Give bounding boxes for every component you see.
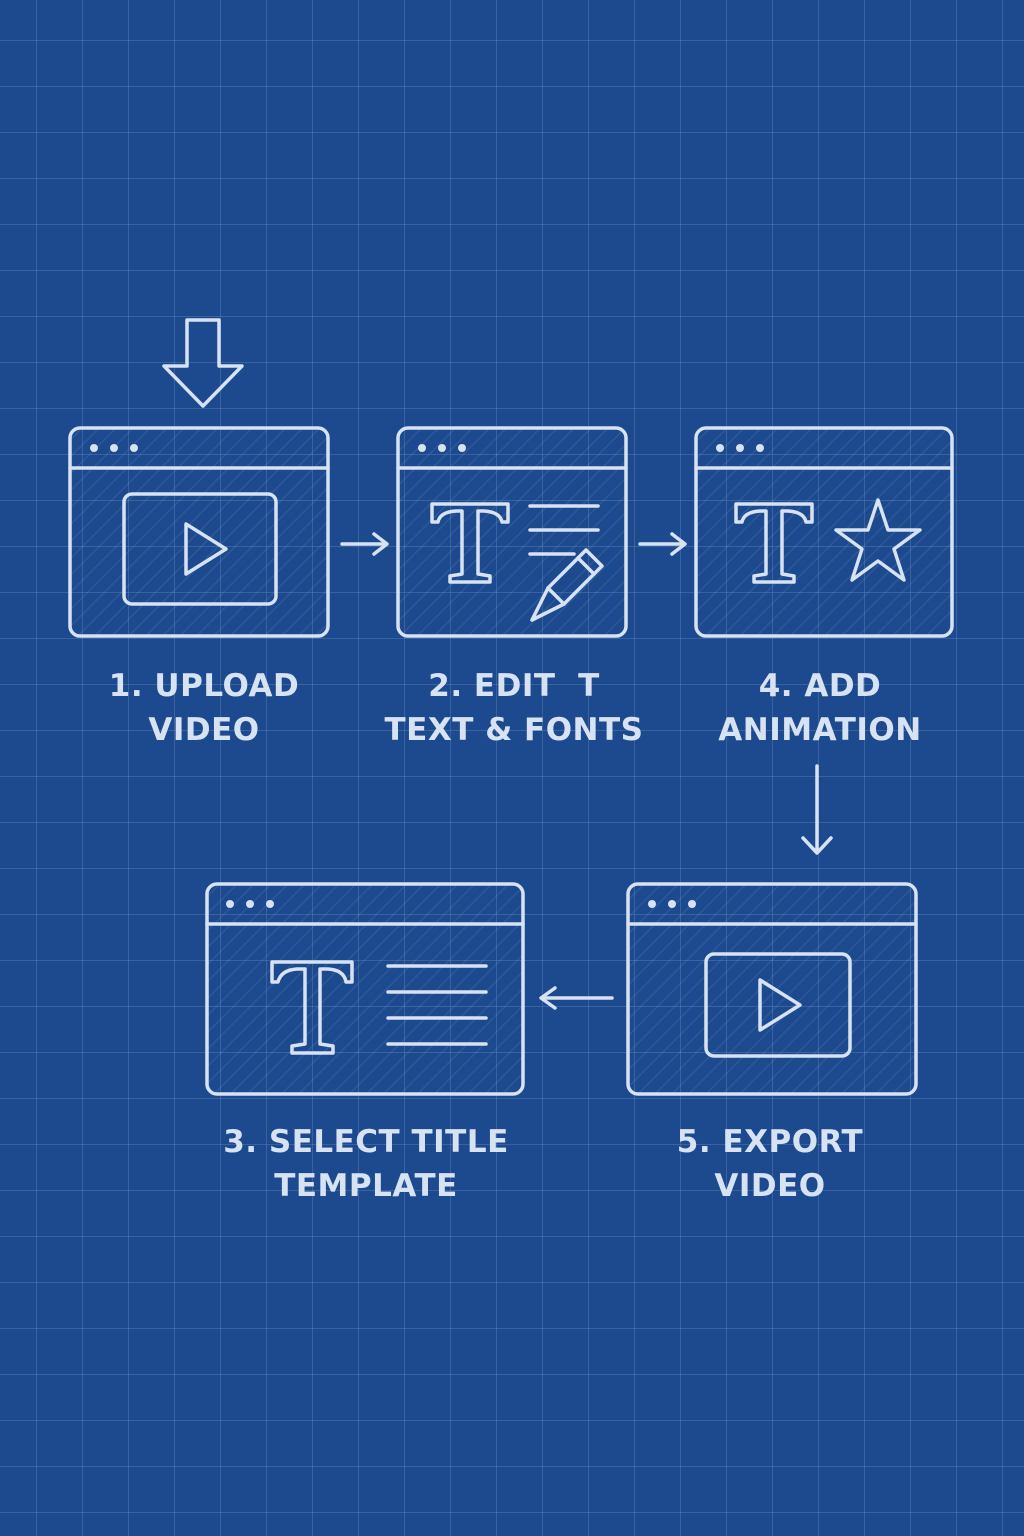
- window-dots: [90, 444, 138, 452]
- step-2-label: 2. EDIT T TEXT & FONTS: [374, 664, 654, 752]
- step-5-window: [626, 882, 918, 1096]
- text-star-icon: [734, 498, 922, 584]
- text-edit-icon: [430, 502, 604, 622]
- window-dots: [418, 444, 466, 452]
- step-1-window: [68, 426, 330, 638]
- step-5-label-line2: VIDEO: [714, 1168, 826, 1204]
- step-2-window: [396, 426, 628, 638]
- upload-arrow-icon: [162, 318, 244, 408]
- step-2-label-line2: TEXT & FONTS: [384, 712, 644, 748]
- text-lines-icon: [270, 960, 488, 1055]
- arrow-right-2: [638, 532, 687, 556]
- arrow-left: [539, 986, 614, 1010]
- step-3-label-line2: TEMPLATE: [274, 1168, 458, 1204]
- play-icon: [704, 952, 852, 1058]
- step-1-label: 1. UPLOAD VIDEO: [64, 664, 344, 752]
- pencil-icon: [530, 548, 604, 622]
- window-dots: [226, 900, 274, 908]
- window-dots: [716, 444, 764, 452]
- step-4-window: [694, 426, 954, 638]
- step-5-label: 5. EXPORT VIDEO: [630, 1120, 910, 1208]
- play-icon: [122, 492, 278, 606]
- step-4-label-line2: ANIMATION: [718, 712, 922, 748]
- step-4-label: 4. ADD ANIMATION: [680, 664, 960, 752]
- step-1-label-line1: 1. UPLOAD: [108, 668, 300, 704]
- step-2-label-line1: 2. EDIT T: [428, 668, 600, 704]
- step-4-label-line1: 4. ADD: [758, 668, 882, 704]
- step-1-label-line2: VIDEO: [148, 712, 260, 748]
- step-3-label: 3. SELECT TITLE TEMPLATE: [206, 1120, 526, 1208]
- arrow-right-1: [340, 532, 389, 556]
- star-icon: [834, 498, 922, 582]
- step-3-label-line1: 3. SELECT TITLE: [223, 1124, 509, 1160]
- step-3-window: [205, 882, 525, 1096]
- arrow-down: [801, 764, 833, 855]
- step-5-label-line1: 5. EXPORT: [676, 1124, 864, 1160]
- window-dots: [648, 900, 696, 908]
